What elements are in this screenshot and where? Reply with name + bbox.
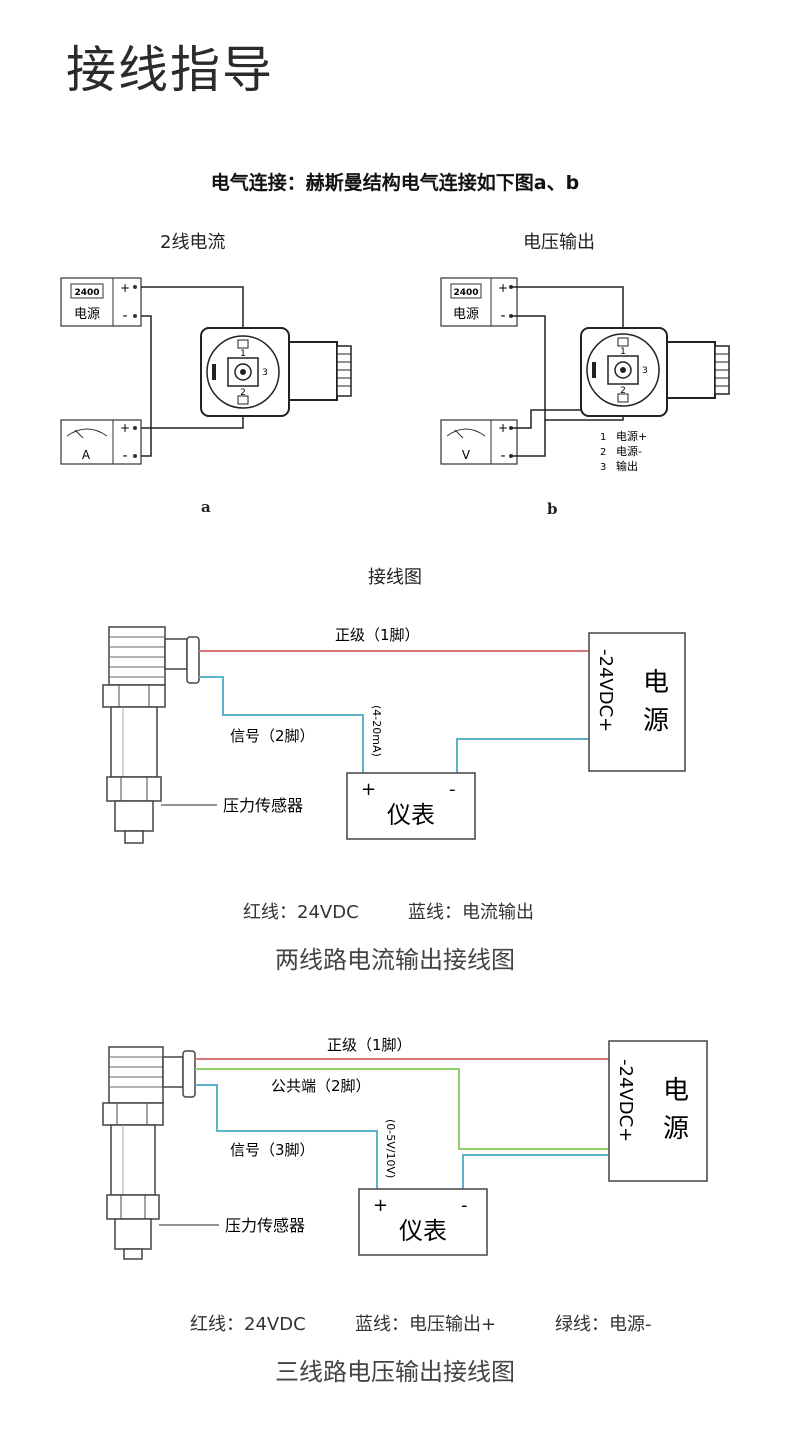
ammeter-minus: -: [122, 448, 127, 464]
meter-plus: +: [373, 1195, 388, 1216]
pressure-sensor: [102, 626, 217, 844]
plus-terminal: +: [120, 281, 130, 295]
voltmeter-plus: +: [498, 421, 508, 435]
pin-legend-text-1: 电源+: [616, 429, 647, 443]
pin-2-label: 2: [620, 386, 626, 396]
voltmeter: V + -: [440, 419, 518, 465]
meter-label: 仪表: [399, 1217, 447, 1245]
ammeter-plus: +: [120, 421, 130, 435]
three-wire-legend-red: 红线：24VDC: [190, 1314, 306, 1335]
voltmeter-minus: -: [500, 448, 505, 464]
meter-minus: -: [461, 1195, 468, 1216]
power-supply: 2400 电源 + -: [440, 277, 518, 327]
meter-plus: +: [361, 779, 376, 800]
power-label: 电源: [453, 307, 479, 322]
ammeter: A + -: [60, 419, 142, 465]
power-char-2: 源: [643, 706, 669, 736]
pin-legend: 1 电源+ 2 电源- 3 输出: [600, 429, 647, 473]
meter-box: [346, 772, 476, 840]
three-wire-diagram: 压力传感器 正级（1脚） 公共端（2脚） 信号（3脚） (0-5V/10V) +…: [102, 1036, 708, 1260]
pin-1-label: 1: [240, 349, 246, 359]
diagram-a-caption: 2线电流: [160, 232, 226, 253]
wiring-heading: 接线图: [368, 567, 422, 588]
power-label: 电源: [74, 307, 100, 322]
power-supply-box: [588, 632, 686, 772]
page-subtitle: 电气连接：赫斯曼结构电气连接如下图a、b: [210, 172, 580, 194]
blue-return-wire: [462, 1154, 609, 1189]
two-wire-legend-blue: 蓝线：电流输出: [408, 902, 534, 923]
power-supply-box: [608, 1040, 708, 1182]
two-wire-diagram: 压力传感器 正级（1脚） 信号（2脚） (4-20mA) + - 仪表 -24V…: [102, 626, 686, 844]
range-label: (4-20mA): [370, 705, 383, 757]
pin-legend-num-2: 2: [600, 447, 606, 458]
power-char-1: 电: [643, 668, 669, 698]
green-wire: [195, 1068, 609, 1150]
display-reading: 2400: [74, 288, 99, 298]
power-char-1: 电: [663, 1076, 689, 1106]
power-supply: 2400 电源 + -: [60, 277, 142, 327]
diagram-b-voltage-output: 2400 电源 + - V + - 1 2 3 1 电源: [440, 277, 730, 473]
signal-label: 信号（2脚）: [230, 727, 315, 745]
power-voltage: -24VDC+: [595, 649, 616, 732]
page-title: 接线指导: [66, 41, 274, 99]
two-wire-legend-red: 红线：24VDC: [243, 902, 359, 923]
pin-legend-num-1: 1: [600, 432, 606, 443]
signal-label: 信号（3脚）: [230, 1141, 315, 1159]
voltmeter-unit: V: [462, 448, 471, 462]
three-wire-legend-blue: 蓝线：电压输出+: [355, 1314, 497, 1335]
diagram-a-2wire-current: 2400 电源 + - A + - 1 2 3: [60, 277, 352, 465]
positive-label: 正级（1脚）: [327, 1036, 412, 1054]
ammeter-unit: A: [82, 448, 91, 462]
blue-signal-wire: [199, 676, 364, 773]
positive-label: 正级（1脚）: [335, 626, 420, 644]
blue-signal-wire: [195, 1084, 378, 1189]
three-wire-title: 三线路电压输出接线图: [275, 1358, 515, 1386]
range-label: (0-5V/10V): [384, 1119, 397, 1178]
meter-label: 仪表: [387, 801, 435, 829]
pressure-sensor: [102, 1046, 219, 1260]
meter-box: [358, 1188, 488, 1256]
two-wire-title: 两线路电流输出接线图: [275, 946, 515, 974]
plus-terminal: +: [498, 281, 508, 295]
minus-terminal: -: [122, 308, 127, 324]
diagram-b-label: b: [547, 500, 558, 518]
sensor-label: 压力传感器: [223, 796, 303, 815]
diagram-a-label: a: [201, 498, 211, 516]
blue-return-wire: [456, 738, 589, 773]
hirschmann-connector: 1 2 3: [200, 327, 352, 417]
pin-3-label: 3: [642, 366, 648, 376]
sensor-label: 压力传感器: [225, 1216, 305, 1235]
common-label: 公共端（2脚）: [271, 1077, 371, 1095]
power-voltage: -24VDC+: [615, 1059, 636, 1142]
power-char-2: 源: [663, 1114, 689, 1144]
pin-legend-text-2: 电源-: [616, 444, 642, 458]
three-wire-legend-green: 绿线：电源-: [555, 1314, 652, 1335]
meter-minus: -: [449, 779, 456, 800]
hirschmann-connector: 1 2 3: [580, 327, 730, 417]
pin-1-label: 1: [620, 347, 626, 357]
display-reading: 2400: [453, 288, 478, 298]
pin-legend-num-3: 3: [600, 462, 606, 473]
pin-legend-text-3: 输出: [616, 459, 638, 473]
pin-2-label: 2: [240, 388, 246, 398]
pin-3-label: 3: [262, 368, 268, 378]
diagram-b-caption: 电压输出: [523, 232, 595, 253]
minus-terminal: -: [500, 308, 505, 324]
